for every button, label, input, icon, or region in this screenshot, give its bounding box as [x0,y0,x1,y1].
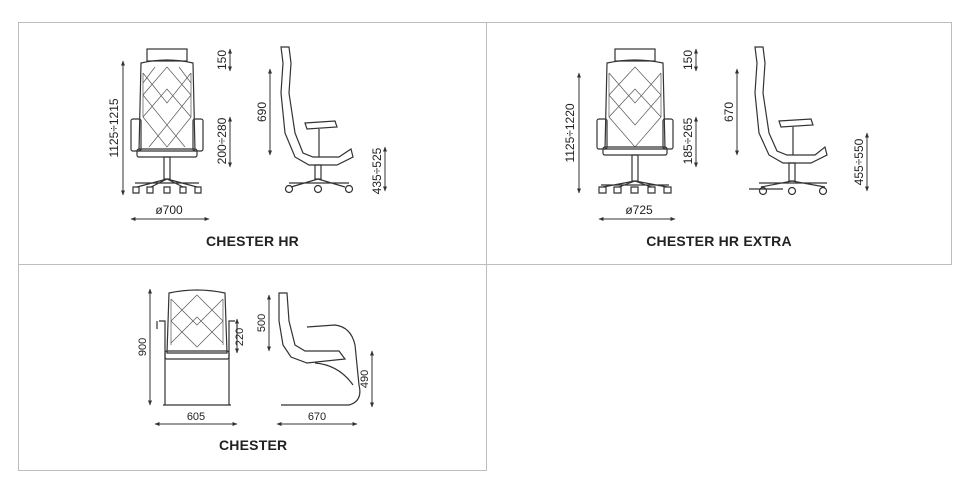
dim-height-total: 1125÷1215 [107,98,121,157]
dim-depth: 670 [308,411,326,423]
dim-headrest: 150 [681,50,695,70]
dim-headrest: 150 [215,50,229,70]
dim-seat-height: 455÷550 [852,138,866,185]
dim-armrest: 200÷280 [215,117,229,164]
dim-armrest: 185÷265 [681,117,695,164]
product-card-chester-hr: 1125÷1215 ø700 150 200÷280 690 [18,22,487,265]
chester-front-view [156,289,238,406]
dim-back: 690 [255,102,269,122]
dim-seat-height: 435÷525 [370,147,384,194]
chester-hr-extra-front-view [596,48,674,194]
dim-width: 605 [187,411,205,423]
product-card-chester-hr-extra: 1125÷1220 ø725 150 185÷265 670 [486,22,952,265]
dim-height-total: 1125÷1220 [563,103,577,162]
dim-seat-height: 490 [359,370,371,388]
chester-hr-extra-side-view [749,46,828,196]
chester-hr-front-view [130,48,204,194]
dim-armrest: 220 [234,328,246,346]
chester-hr-extra-drawing: 1125÷1220 ø725 150 185÷265 670 [563,46,869,221]
chester-hr-drawing: 1125÷1215 ø700 150 200÷280 690 [107,46,387,221]
dim-base: ø700 [155,203,183,217]
dim-base: ø725 [625,203,653,217]
dim-back: 670 [722,102,736,122]
product-name: CHESTER [219,437,288,453]
product-card-chester: 900 220 605 500 490 670 CHESTER [18,264,487,471]
chester-side-view [278,292,361,406]
dim-back: 500 [256,314,268,332]
product-name: CHESTER HR EXTRA [646,233,792,249]
product-name: CHESTER HR [205,233,299,249]
chester-hr-side-view [280,46,354,194]
chester-drawing: 900 220 605 500 490 670 [137,288,374,426]
dim-height-total: 900 [137,338,149,356]
